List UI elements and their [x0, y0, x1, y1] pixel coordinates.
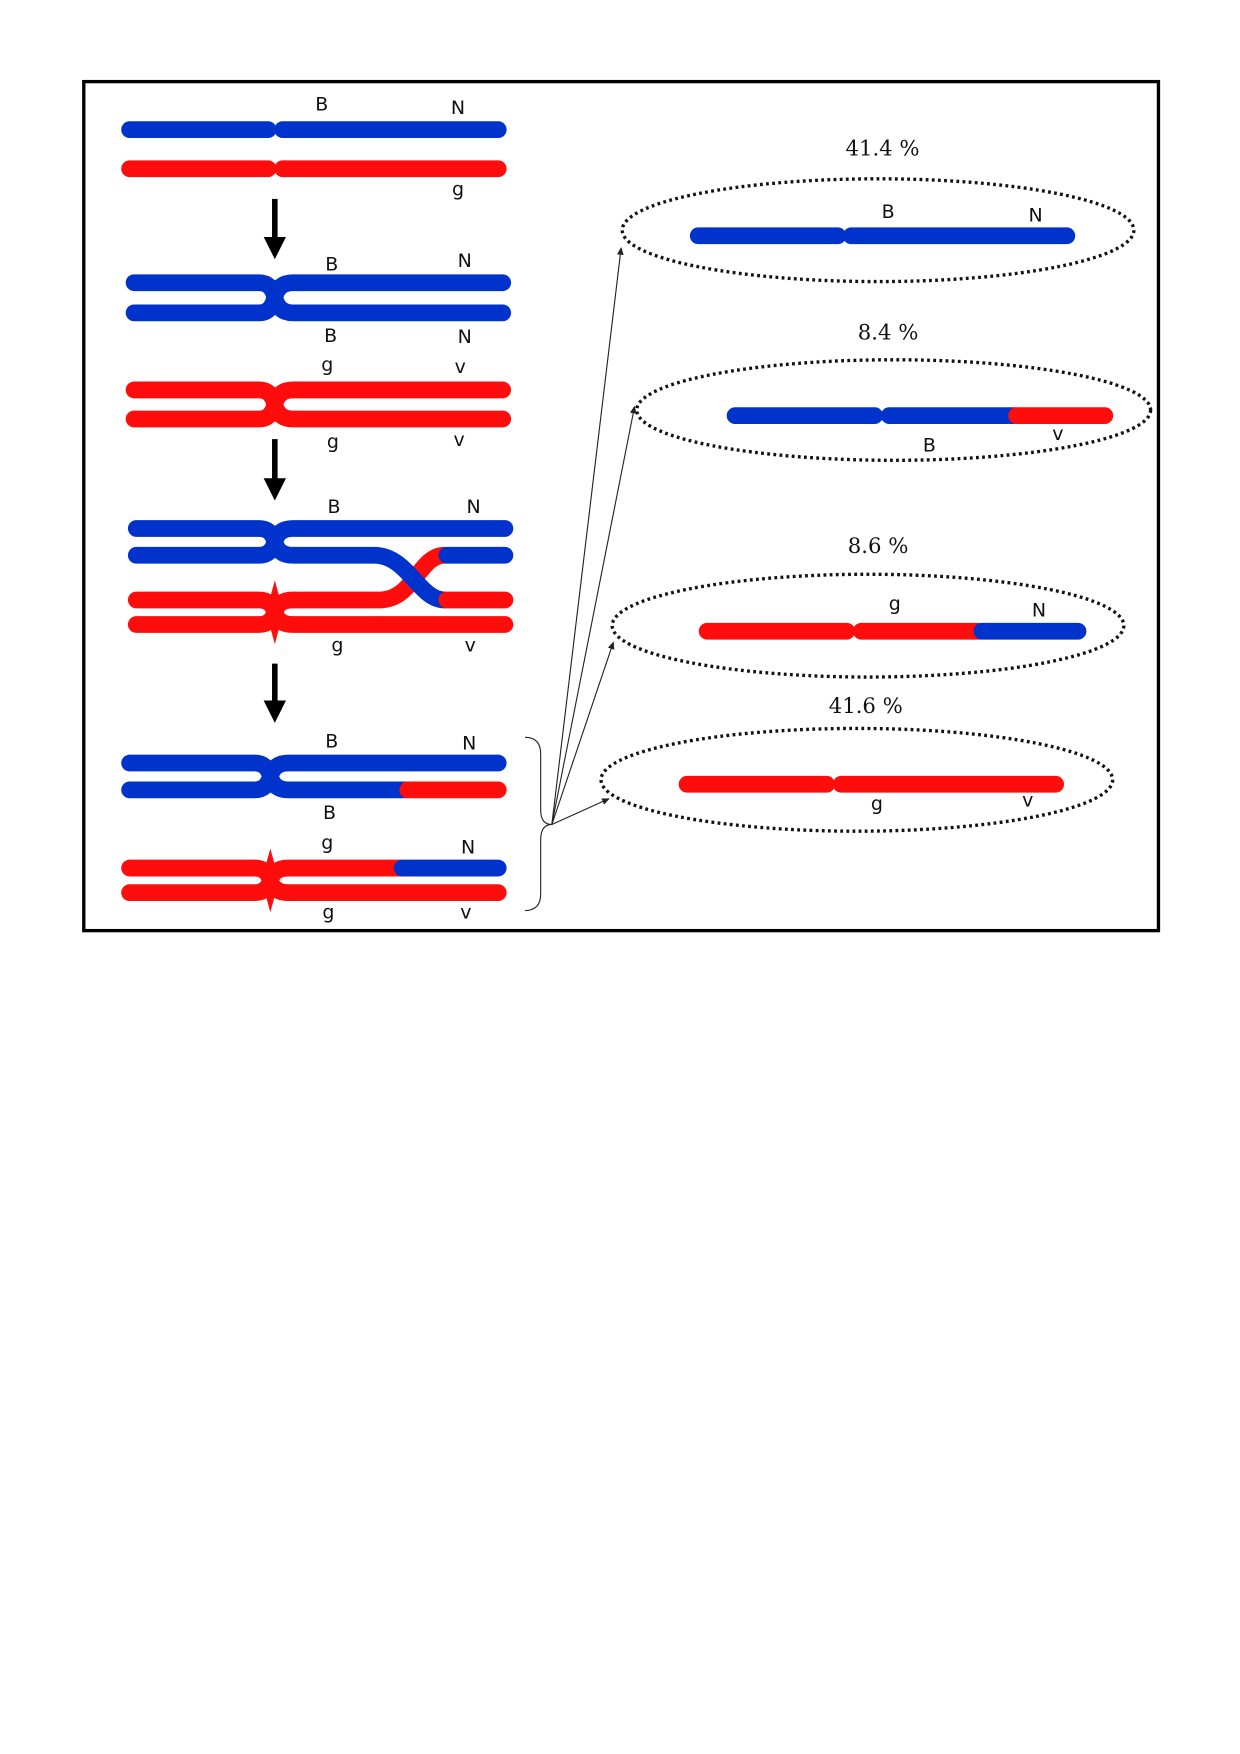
gene-label: N	[462, 733, 476, 755]
gene-label: v	[465, 634, 476, 656]
gene-label: v	[1022, 790, 1033, 812]
gene-label: v	[455, 356, 466, 378]
gene-label: v	[460, 901, 471, 923]
gene-label: B	[923, 434, 936, 456]
gamete-percentage: 8.6 %	[848, 534, 909, 559]
gamete-3: 8.6 % g N	[610, 534, 1126, 679]
gene-label: B	[325, 253, 338, 275]
stage-1-chromosomes: B N g	[121, 94, 507, 201]
stage-3-crossover: B N g v	[127, 496, 514, 656]
gene-label: g	[331, 634, 343, 656]
gene-label: B	[325, 730, 338, 752]
gamete-2: 8.4 % B v	[635, 321, 1153, 462]
gene-label: N	[451, 97, 465, 119]
gamete-percentage: 41.6 %	[829, 694, 903, 719]
gene-label: g	[327, 431, 339, 453]
gamete-percentage: 41.4 %	[845, 136, 919, 161]
gene-label: N	[467, 496, 481, 518]
gene-label: g	[889, 593, 901, 615]
gene-label: N	[458, 326, 472, 348]
gene-label: g	[871, 793, 883, 815]
gene-label: B	[882, 201, 895, 223]
gene-label: v	[1052, 423, 1063, 445]
gamete-1: 41.4 % B N	[620, 136, 1136, 284]
gene-label: B	[324, 325, 337, 347]
gene-label: B	[323, 802, 336, 824]
gene-label: N	[1032, 600, 1046, 622]
gamete-4: 41.6 % g v	[599, 694, 1115, 833]
gamete-arrows	[551, 246, 637, 826]
gene-label: N	[1028, 204, 1042, 226]
gene-label: g	[321, 832, 333, 854]
brace	[525, 736, 552, 912]
gene-label: v	[454, 429, 465, 451]
gene-label: N	[461, 837, 475, 859]
gamete-percentage: 8.4 %	[858, 321, 919, 346]
stage-2-chromosomes: B N B N g v g v	[125, 250, 512, 453]
gene-label: g	[452, 179, 464, 201]
gene-label: N	[458, 250, 472, 272]
gene-label: g	[321, 354, 333, 376]
gene-label: B	[315, 94, 328, 116]
gene-label: g	[322, 901, 334, 923]
stage-4-chromosomes: B N B g N g v	[121, 730, 507, 923]
frame	[82, 79, 1161, 933]
gene-label: B	[328, 496, 341, 518]
